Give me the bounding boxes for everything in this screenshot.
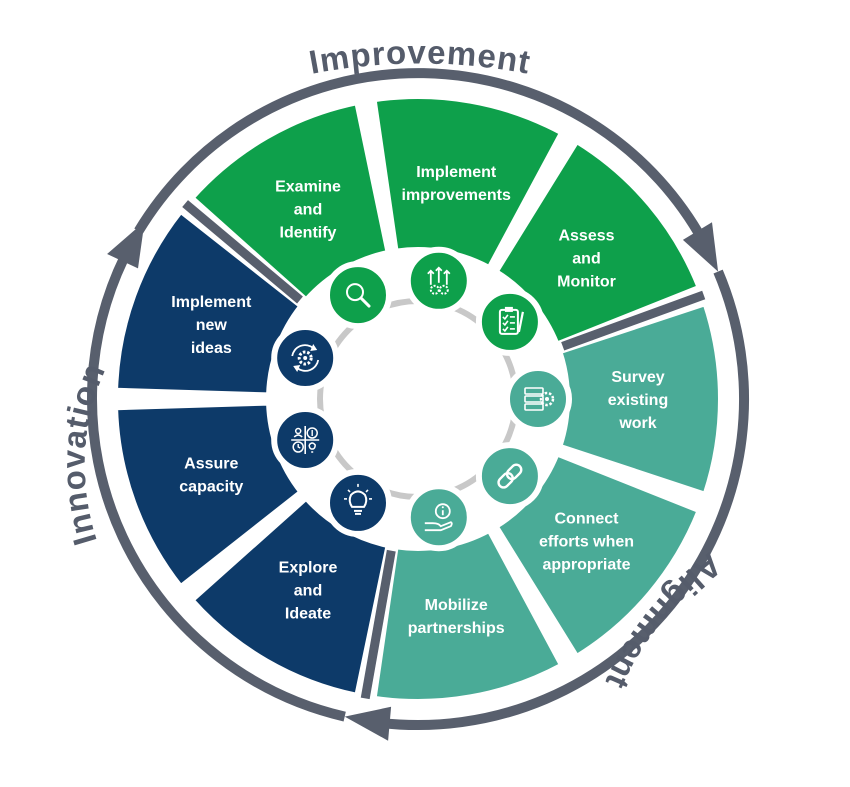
segment-alignment [494,452,701,658]
cycle-gear-icon [271,324,340,392]
outer-cycle-ring [87,68,750,741]
segment-label-line: ideas [191,340,232,357]
segment-improvement [190,101,390,302]
segment-label-line: improvements [402,187,511,204]
segment-label-line: new [196,317,228,334]
checklist-icon [475,287,544,356]
ring-arc [377,269,750,730]
segment-label-line: Implement [171,294,252,311]
ring-arrowhead [682,222,719,272]
segment-label-line: Survey [611,369,664,386]
chain-link-icon [475,442,544,511]
segment-alignment [558,302,722,496]
segment-label: Assure capacity [179,456,243,496]
segment-innovation [114,401,303,588]
segment-innovation [190,496,390,697]
ring-arrowhead [107,221,145,269]
segment-label-line: Examine [275,179,341,196]
segment-alignment [372,529,563,703]
segment-label-line: Ideate [285,606,331,623]
segment-label: Survey existing work [608,369,668,432]
segment-label: Connect efforts when appropriate [539,510,634,573]
segment-label-line: work [618,415,656,432]
segment-label-line: Assess [558,228,614,245]
segment-label: Mobilize partnerships [408,597,505,637]
segment-label-line: Monitor [557,274,616,291]
icons [271,246,572,552]
segment-label-line: Mobilize [425,597,488,614]
segment-label-line: existing [608,392,668,409]
lightbulb-icon [324,468,392,537]
segment-label-line: and [294,202,322,219]
ring-arc [134,68,708,244]
segment-label-line: and [572,251,600,268]
segment-label-line: Connect [555,510,620,527]
growth-gears-icon [404,246,473,315]
segment-label-line: and [294,583,322,600]
segment-label-line: capacity [179,479,243,496]
group-divider [360,549,396,700]
segment-improvement [372,95,563,269]
segment-improvement [494,140,701,346]
group-divider [182,200,303,304]
segment-label-line: Explore [279,560,338,577]
innovation-arc-label: Innovation [55,357,113,549]
segment-label: Implement new ideas [171,294,252,357]
segment-label-line: appropriate [542,556,630,573]
ring-arc [87,248,346,722]
resources-grid-icon [271,406,340,474]
segment-label-line: partnerships [408,620,505,637]
segment-label-line: efforts when [539,533,634,550]
segment-label-line: Identify [280,225,337,242]
server-gear-icon [504,365,572,433]
magnifier-icon [324,261,392,330]
segment-label-line: Implement [416,164,497,181]
segment-label-line: Assure [184,456,238,473]
hand-info-icon [404,483,473,552]
group-divider [561,290,706,351]
ring-arrowhead [344,706,392,741]
segment-innovation [114,210,303,397]
segment-label: Implement improvements [402,164,511,204]
